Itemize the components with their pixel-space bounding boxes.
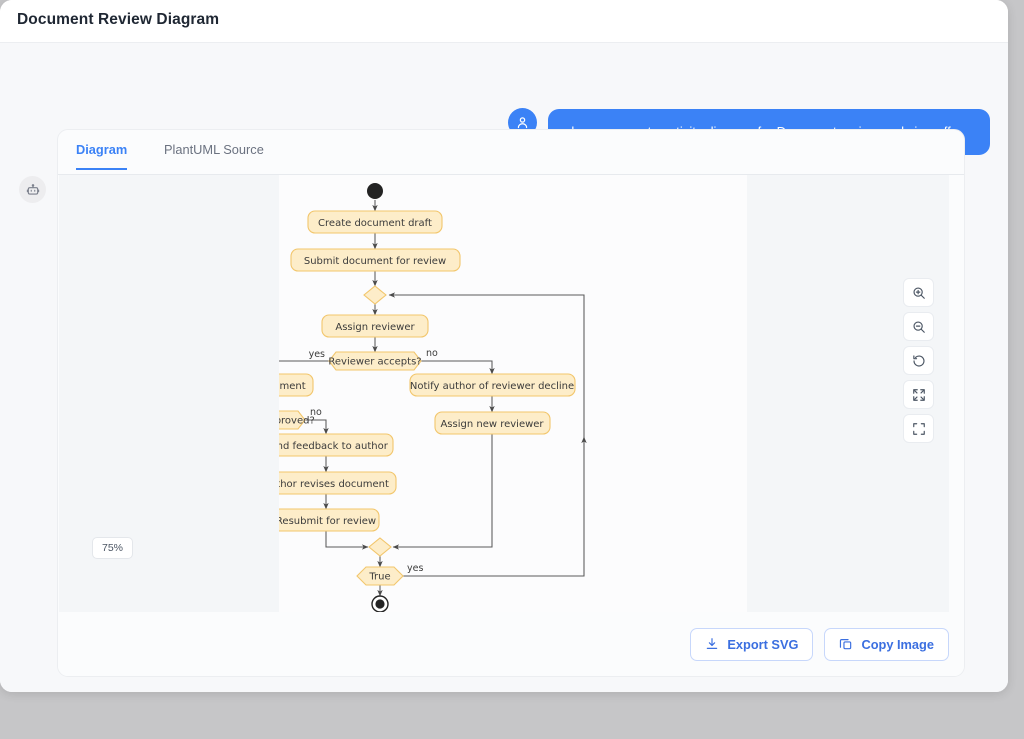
action-node-create-document-draft: Create document draft bbox=[307, 210, 443, 234]
robot-icon bbox=[26, 183, 39, 195]
node-label: Resubmit for review bbox=[279, 516, 376, 527]
node-label: Assign new reviewer bbox=[440, 419, 544, 430]
page-title: Document Review Diagram bbox=[17, 11, 220, 28]
fullscreen-icon bbox=[912, 422, 925, 435]
tab-diagram[interactable]: Diagram bbox=[76, 142, 128, 170]
action-node-send-feedback-to-author: Send feedback to author bbox=[258, 433, 394, 457]
action-node-assign-new-reviewer: Assign new reviewer bbox=[434, 411, 551, 435]
node-label: Author revises document bbox=[279, 479, 389, 490]
zoom-out-icon bbox=[912, 320, 925, 333]
app-window: Document Review Diagram please generate … bbox=[0, 0, 1008, 692]
copy-image-label: Copy Image bbox=[861, 636, 934, 652]
zoom-in-button[interactable] bbox=[903, 278, 934, 307]
diagram-canvas[interactable]: Create document draft Submit document fo… bbox=[59, 175, 949, 613]
title-bar: Document Review Diagram bbox=[0, 0, 1008, 43]
initial-node bbox=[367, 183, 383, 199]
edge-label-yes-3: yes bbox=[407, 563, 423, 574]
action-node-author-revises-document: Author revises document bbox=[255, 471, 397, 495]
decision-node-reviewer-accepts: Reviewer accepts? bbox=[328, 351, 422, 371]
action-node-assign-reviewer: Assign reviewer bbox=[321, 314, 429, 338]
zoom-level-badge: 75% bbox=[92, 537, 134, 559]
node-label: Create document draft bbox=[318, 218, 432, 229]
fullscreen-button[interactable] bbox=[903, 414, 934, 443]
diagram-svg-surface: Create document draft Submit document fo… bbox=[137, 175, 747, 613]
merge-diamond-1 bbox=[363, 285, 387, 305]
tab-plantuml-source[interactable]: PlantUML Source bbox=[164, 142, 264, 157]
node-label: Submit document for review bbox=[304, 256, 446, 267]
zoom-in-icon bbox=[912, 286, 925, 299]
action-node-notify-author-of-reviewer-decline: Notify author of reviewer decline bbox=[409, 373, 576, 397]
export-svg-label: Export SVG bbox=[727, 636, 799, 652]
action-node-resubmit-for-review: Resubmit for review bbox=[272, 508, 380, 532]
diagram-card: Diagram PlantUML Source bbox=[57, 129, 965, 677]
zoom-out-button[interactable] bbox=[903, 312, 934, 341]
edge-label-no-2: no bbox=[310, 407, 322, 418]
node-label: Review document bbox=[279, 381, 306, 392]
copy-image-button[interactable]: Copy Image bbox=[824, 627, 949, 661]
final-node-2 bbox=[371, 595, 389, 613]
action-node-review-document: Review document bbox=[208, 373, 314, 397]
node-label: Assign reviewer bbox=[335, 322, 415, 333]
action-node-submit-document-for-review: Submit document for review bbox=[290, 248, 461, 272]
edge-label-yes-1: yes bbox=[309, 349, 325, 360]
node-label: Notify author of reviewer decline bbox=[410, 381, 574, 392]
canvas-toolbar bbox=[903, 278, 934, 443]
fit-to-screen-button[interactable] bbox=[903, 380, 934, 409]
reset-view-button[interactable] bbox=[903, 346, 934, 375]
edge-label-no-1: no bbox=[426, 348, 438, 359]
merge-diamond-2 bbox=[368, 537, 392, 557]
node-label: True bbox=[368, 572, 390, 583]
tab-bar: Diagram PlantUML Source bbox=[58, 130, 964, 175]
content-area: please generate activity diagram for Doc… bbox=[0, 43, 1008, 692]
fit-screen-icon bbox=[912, 388, 925, 401]
copy-icon bbox=[840, 639, 852, 650]
node-label: Reviewer accepts? bbox=[328, 357, 421, 368]
bot-avatar bbox=[19, 176, 46, 203]
export-svg-button[interactable]: Export SVG bbox=[690, 627, 814, 661]
card-footer: Export SVG Copy Image bbox=[58, 612, 964, 676]
reset-icon bbox=[912, 354, 924, 367]
decision-node-true: True bbox=[356, 566, 404, 586]
person-icon bbox=[517, 117, 528, 129]
download-icon bbox=[707, 638, 718, 649]
node-label: Send feedback to author bbox=[279, 441, 389, 452]
activity-diagram-svg: Create document draft Submit document fo… bbox=[137, 183, 587, 613]
